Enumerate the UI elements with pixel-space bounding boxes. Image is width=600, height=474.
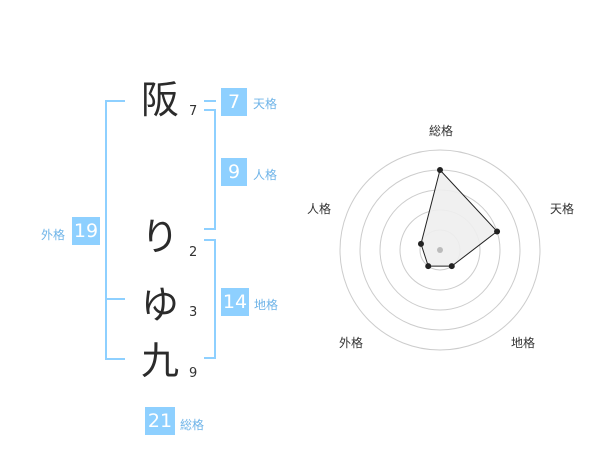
chikaku-bracket [204, 239, 216, 359]
radar-center-dot [437, 247, 443, 253]
radar-axis-label-jinkaku: 人格 [307, 202, 332, 216]
chikaku-value-badge: 14 [221, 288, 249, 316]
radar-grid-ring [339, 149, 541, 351]
soukaku-label: 総格 [180, 418, 205, 432]
chikaku-label: 地格 [254, 298, 279, 312]
radar-series-polygon [420, 168, 498, 267]
radar-point-4 [417, 240, 424, 247]
radar-point-3 [425, 263, 432, 270]
jinkaku-bracket [204, 109, 216, 230]
tenkaku-connector [204, 100, 216, 102]
stroke-count-2: 2 [189, 245, 198, 260]
gaikaku-bracket [105, 100, 125, 360]
gaikaku-label: 外格 [41, 228, 66, 242]
stroke-count-1: 7 [189, 104, 198, 119]
radar-axis-label-soukaku: 総格 [429, 124, 454, 138]
name-character-2: り [140, 215, 179, 259]
radar-axis-label-gaikaku: 外格 [339, 336, 364, 350]
radar-chart: 総格 天格 地格 外格 人格 [300, 0, 600, 470]
name-character-1: 阪 [140, 78, 179, 122]
tenkaku-label: 天格 [253, 97, 278, 111]
stroke-count-4: 9 [189, 366, 198, 381]
jinkaku-label: 人格 [253, 168, 278, 182]
radar-point-2 [448, 263, 455, 270]
radar-point-0 [437, 167, 443, 173]
name-character-4: 九 [140, 339, 179, 383]
gaikaku-value-badge: 19 [72, 217, 100, 245]
jinkaku-value-badge: 9 [221, 158, 247, 186]
radar-axis-label-chikaku: 地格 [511, 336, 536, 350]
stroke-count-3: 3 [189, 305, 198, 320]
tenkaku-value-badge: 7 [221, 88, 247, 116]
name-analysis-panel: 阪 7 り 2 ゆ 3 九 9 7 天格 9 人格 14 地格 外格 19 21… [0, 0, 300, 470]
radar-chart-svg [339, 149, 541, 351]
soukaku-value-badge: 21 [145, 407, 175, 435]
name-character-3: ゆ [140, 283, 179, 327]
radar-point-1 [494, 228, 501, 235]
radar-axis-label-tenkaku: 天格 [550, 202, 575, 216]
gaikaku-bracket-divider [105, 298, 125, 300]
